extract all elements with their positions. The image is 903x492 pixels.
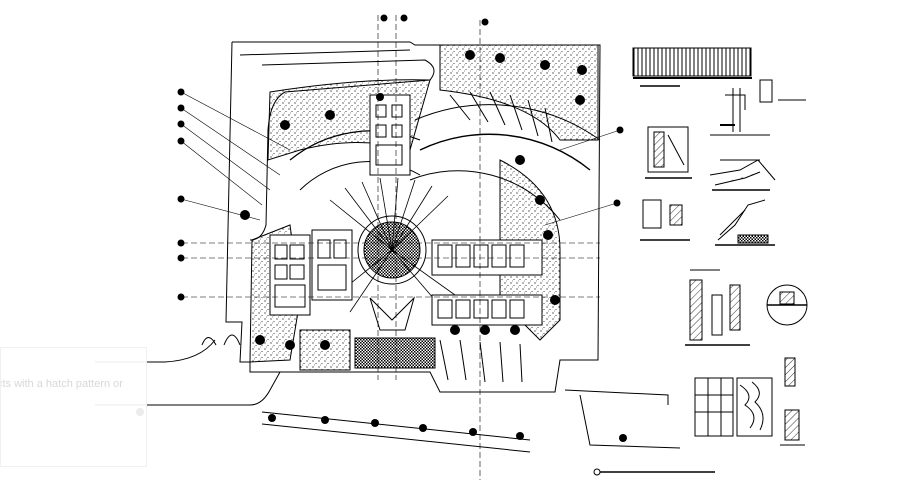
ramp-detail xyxy=(709,159,776,191)
scale-bar xyxy=(593,468,715,476)
south-road xyxy=(95,339,681,453)
stair-section-detail xyxy=(645,126,692,179)
circular-section-detail xyxy=(766,284,808,326)
hover-tooltip: cts with a hatch pattern or xyxy=(0,347,147,467)
building-west-wing xyxy=(269,229,353,316)
building-east-wing xyxy=(431,239,543,326)
fence-elevation-detail xyxy=(632,47,752,87)
bench-detail xyxy=(640,199,690,241)
detail-drawings xyxy=(593,47,808,476)
grid-lines xyxy=(182,15,600,480)
column-detail xyxy=(685,269,750,346)
wall-step-detail xyxy=(715,199,775,246)
site-plan xyxy=(95,14,681,480)
entrance-plaza xyxy=(354,337,436,369)
panel-grid-detail xyxy=(694,377,773,437)
building-north-block xyxy=(369,94,411,176)
garden-east xyxy=(439,44,599,141)
tooltip-text: cts with a hatch pattern or xyxy=(0,378,123,390)
side-stair-detail xyxy=(780,357,805,446)
grid-markers xyxy=(177,14,624,301)
radial-rays xyxy=(329,177,456,313)
parking-stalls xyxy=(439,91,553,383)
post-detail xyxy=(710,79,806,136)
